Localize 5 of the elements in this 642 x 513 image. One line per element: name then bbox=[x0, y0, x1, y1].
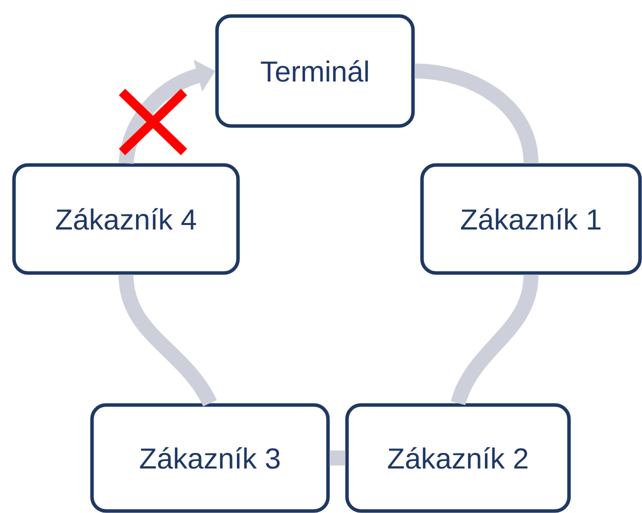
process-box: Zákazník 3 bbox=[90, 403, 330, 513]
process-box: Terminál bbox=[215, 14, 415, 128]
process-box: Zákazník 2 bbox=[345, 403, 571, 513]
process-box: Zákazník 4 bbox=[12, 163, 240, 275]
process-box: Zákazník 1 bbox=[420, 163, 642, 275]
